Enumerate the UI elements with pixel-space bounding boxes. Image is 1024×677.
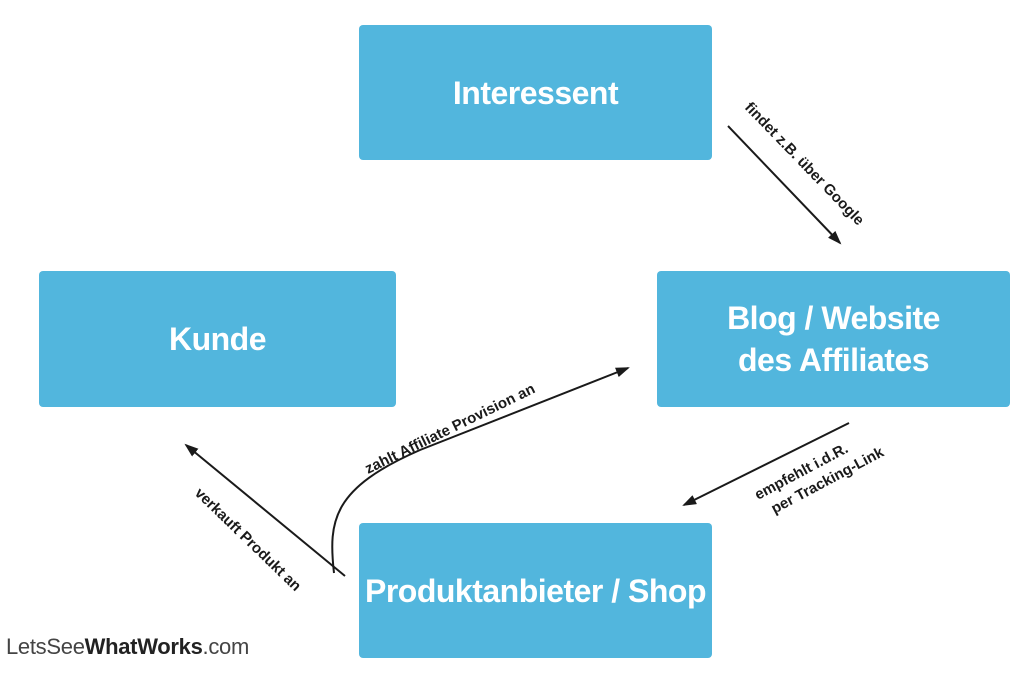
edge-arrow-interessent-to-blog — [727, 125, 842, 245]
node-interessent: Interessent — [359, 25, 712, 160]
node-blog-website: Blog / Website des Affiliates — [657, 271, 1010, 407]
node-blog-label-line2: des Affiliates — [738, 342, 929, 378]
node-interessent-label: Interessent — [452, 74, 619, 111]
edge-label-shop-to-kunde: verkauft Produkt an — [191, 485, 304, 595]
edge-label-group-blog-to-shop: empfehlt i.d.R. per Tracking-Link — [752, 440, 887, 517]
node-kunde: Kunde — [39, 271, 396, 407]
watermark-part2: WhatWorks — [84, 634, 203, 659]
watermark-logo: LetsSeeWhatWorks.com — [6, 634, 249, 660]
watermark-part3: .com — [202, 634, 250, 659]
edge-label-shop-to-blog: zahlt Affiliate Provision an — [362, 380, 538, 477]
node-shop-label: Produktanbieter / Shop — [364, 572, 707, 609]
node-produktanbieter-shop: Produktanbieter / Shop — [359, 523, 712, 658]
edge-arrow-shop-to-blog — [331, 367, 630, 574]
edge-arrow-blog-to-shop — [682, 422, 850, 506]
edge-label-interessent-to-blog: findet z.B. über Google — [741, 99, 867, 229]
node-kunde-label: Kunde — [168, 321, 267, 357]
watermark-part1: LetsSee — [6, 634, 85, 659]
edge-arrow-shop-to-kunde — [184, 443, 346, 577]
node-blog-label-line1: Blog / Website — [727, 300, 940, 336]
